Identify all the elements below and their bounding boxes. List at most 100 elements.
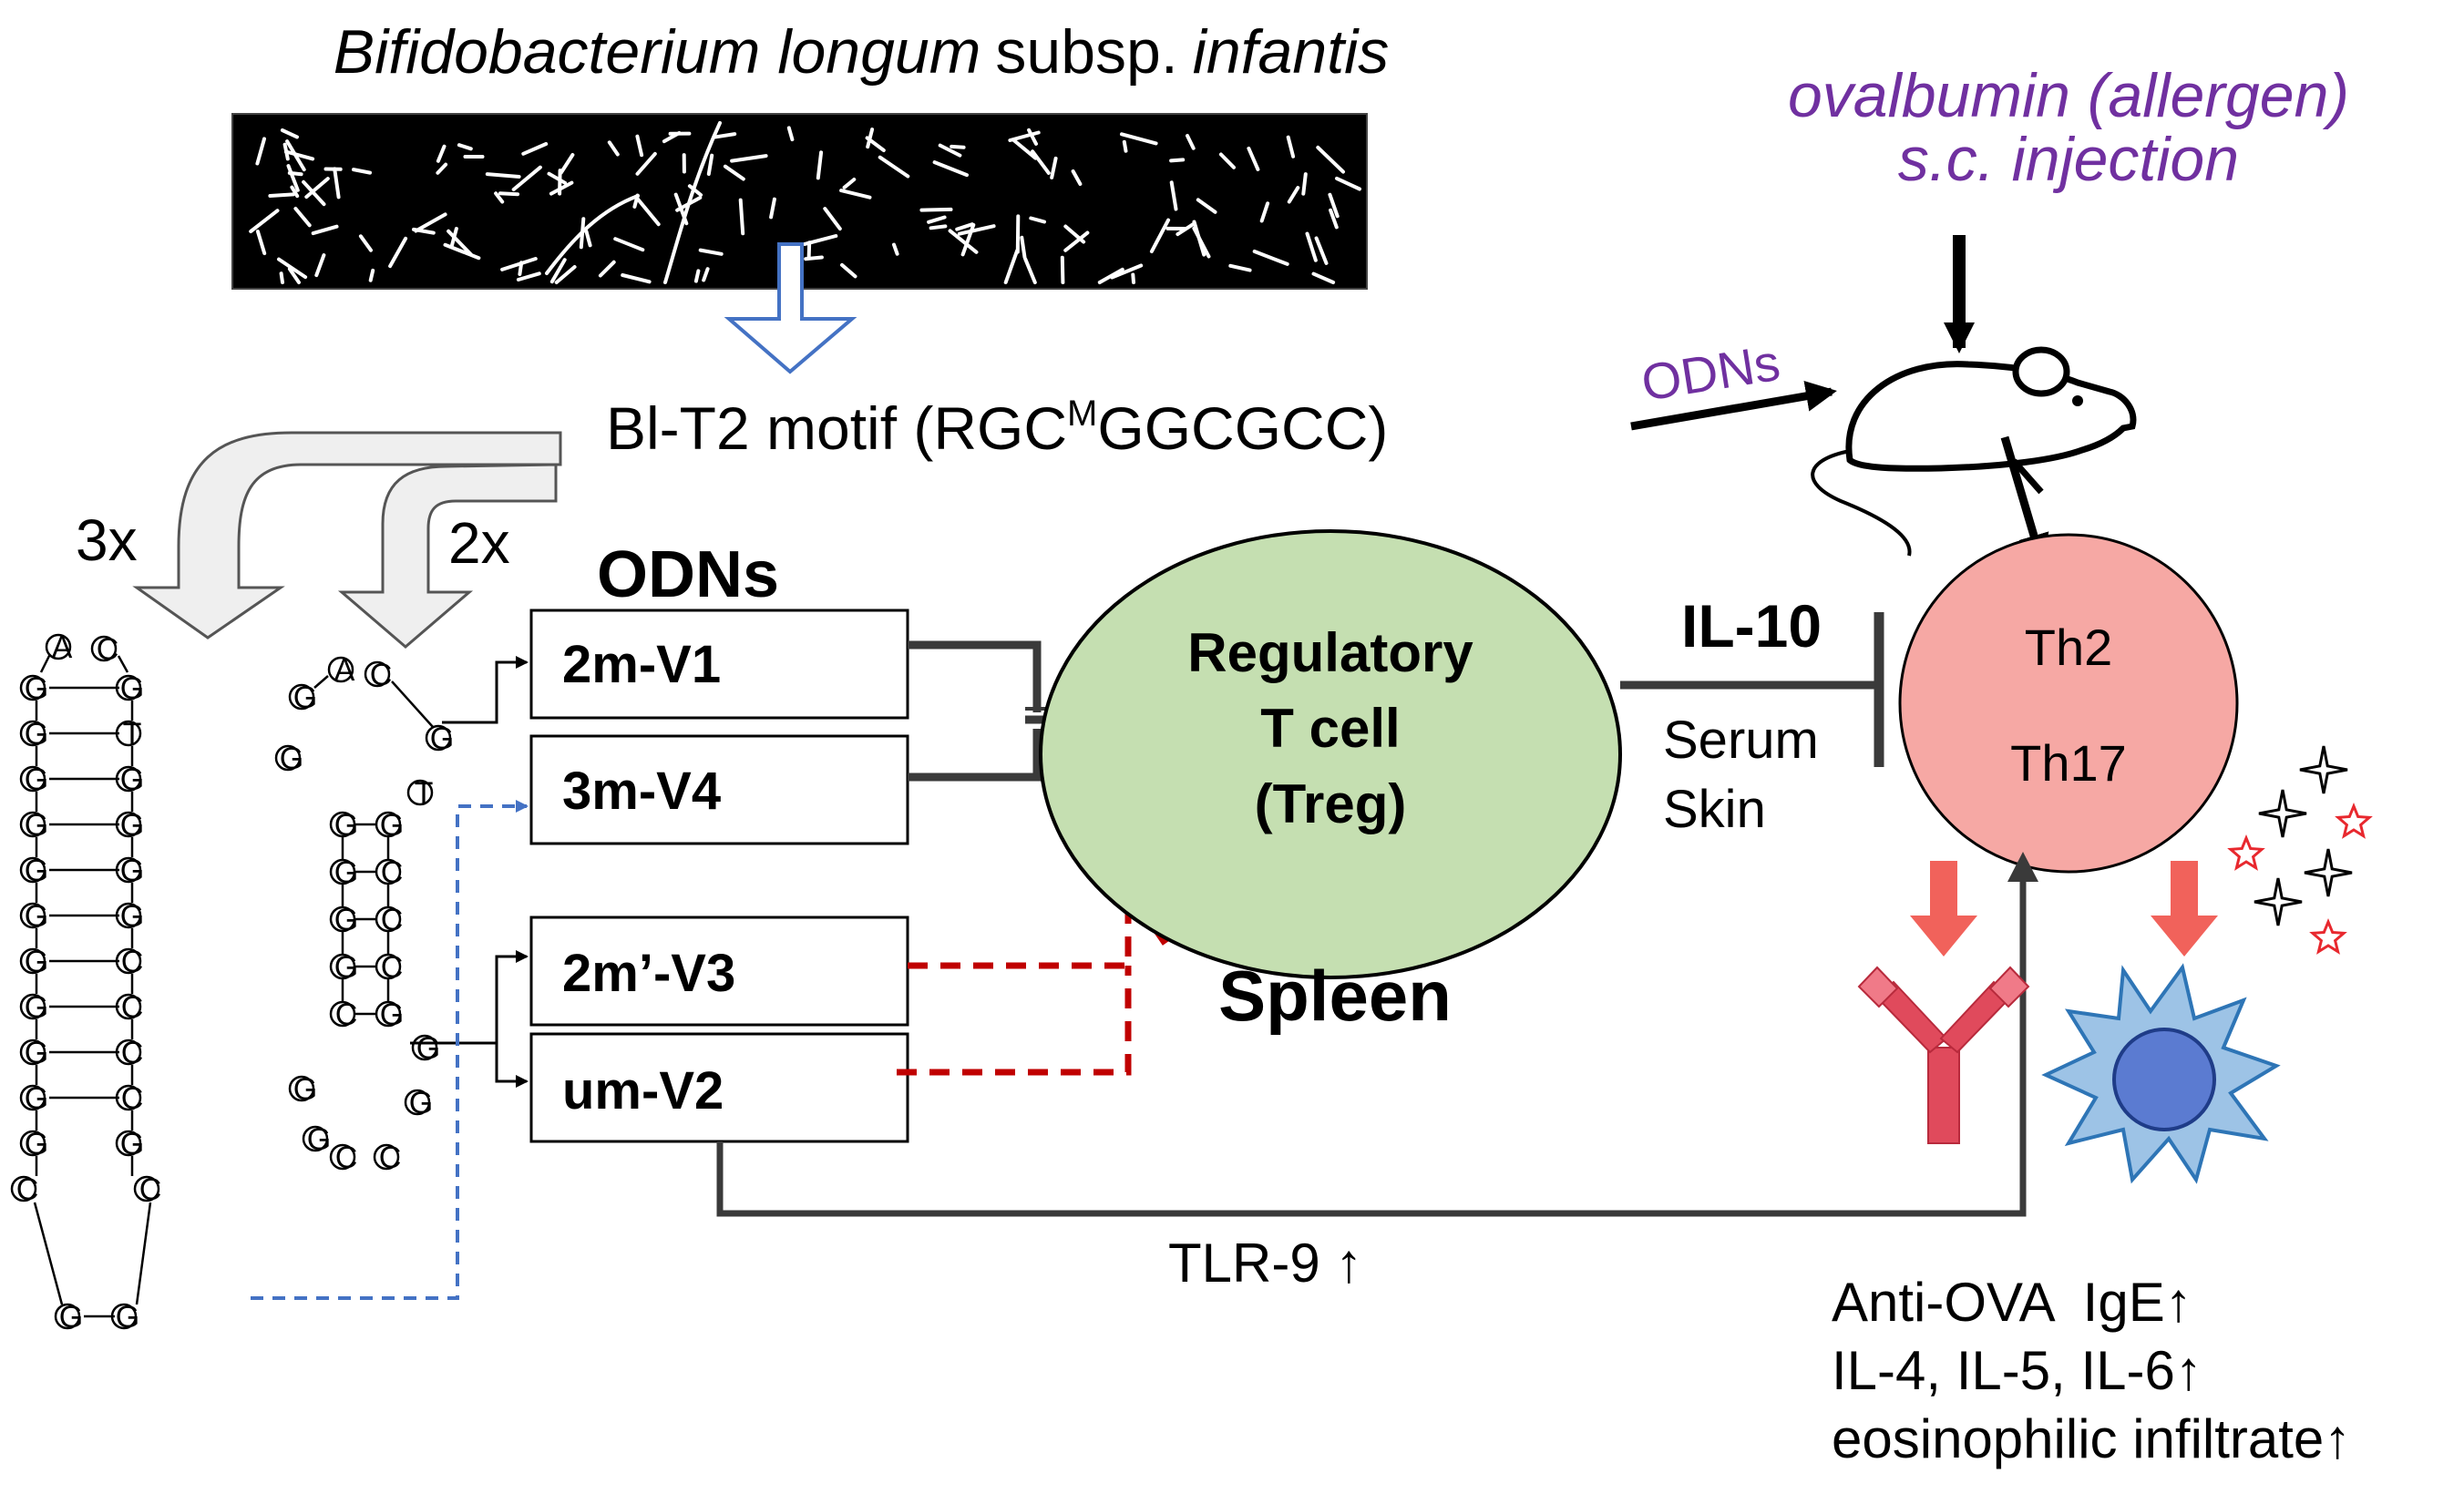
hollow-down-arrow (724, 242, 857, 374)
motif-suffix: GGCGCC) (1097, 394, 1388, 462)
nucleotide-label: G (25, 854, 48, 888)
nucleotide-label: G (120, 899, 144, 934)
nucleotide-label: T (123, 717, 142, 752)
treg-line-3: (Treg) (1255, 773, 1407, 834)
tlr9-line (716, 879, 2027, 1217)
nucleotide-label: G (116, 1300, 139, 1335)
multiplier-2x: 2x (448, 510, 510, 576)
nucleotide-label: C (379, 1141, 402, 1175)
nucleotide-label: G (25, 990, 48, 1025)
nucleotide-label: C (121, 990, 144, 1025)
nucleotide-label: G (25, 945, 48, 979)
nucleotide-label: G (293, 1072, 317, 1107)
nucleotide-label: G (293, 680, 317, 715)
nucleotide-label: G (334, 903, 358, 937)
th2-label: Th2 (2025, 619, 2113, 676)
star-icon (2258, 789, 2307, 838)
star-icon (2304, 848, 2353, 897)
dashed-red-inhibition (897, 893, 1132, 1076)
antibody-icon (1857, 966, 2030, 1144)
dashed-blue-connector (251, 800, 529, 1300)
odn-box-label: 2m-V1 (562, 635, 721, 694)
star-icon (2309, 918, 2347, 955)
nucleotide-label: G (25, 717, 48, 752)
outcome-ige: Anti-OVA IgE↑ (1832, 1272, 2192, 1333)
nucleotide-label: T (415, 776, 434, 811)
star-icon (2299, 745, 2348, 794)
tlr9-label: TLR-9 ↑ (1168, 1233, 1362, 1294)
nucleotide-label: C (335, 1141, 358, 1175)
split-arrows (132, 431, 562, 649)
th17-label: Th17 (2010, 734, 2127, 792)
nucleotide-label: C (381, 903, 404, 937)
nucleotide-label: G (25, 899, 48, 934)
star-icon (2227, 834, 2265, 871)
salmon-arrows (1910, 861, 2218, 957)
nucleotide-label: G (280, 742, 303, 776)
dendritic-cell-icon (2041, 963, 2281, 1184)
treg-cell: Regulatory T cell (Treg) (1039, 529, 1622, 979)
nucleotide-label: G (430, 721, 454, 756)
nucleotide-label: G (25, 1081, 48, 1116)
allergen-line-1: ovalbumin (allergen) (1788, 61, 2349, 130)
motif-superscript: M (1067, 394, 1097, 434)
odn-box-label: 2m’-V3 (562, 944, 735, 1003)
nucleotide-label: C (381, 950, 404, 985)
mouse-icon (1811, 346, 2137, 557)
odn-box-2m-prime-v3: 2m’-V3 (529, 916, 909, 1027)
nucleotide-label: G (120, 854, 144, 888)
outcome-eosinophilic: eosinophilic infiltrate↑ (1832, 1408, 2351, 1469)
tlr9-arrowhead (2007, 852, 2038, 882)
organism-subsp: subsp. (995, 17, 1177, 87)
nucleotide-label: G (380, 998, 404, 1032)
outcome-interleukins: IL-4, IL-5, IL-6↑ (1832, 1340, 2202, 1401)
nucleotide-label: C (97, 632, 119, 667)
nucleotide-label: G (25, 1036, 48, 1070)
allergen-line-2: s.c. injection (1898, 125, 2239, 194)
il10-skin: Skin (1663, 780, 1766, 839)
nucleotide-label: A (52, 630, 73, 665)
nucleotide-label: G (334, 808, 358, 843)
odns-heading: ODNs (597, 538, 779, 611)
nucleotide-label: G (334, 950, 358, 985)
nucleotide-label: G (334, 855, 358, 890)
nucleotide-label: G (120, 671, 144, 706)
th-cell: Th2 Th17 (1898, 533, 2239, 874)
nucleotide-label: G (25, 762, 48, 797)
nucleotide-label: C (139, 1172, 162, 1207)
nucleotide-label: G (409, 1086, 433, 1120)
nucleotide-label: C (335, 998, 358, 1032)
nucleotide-label: G (25, 671, 48, 706)
nucleotide-label: G (120, 762, 144, 797)
multiplier-3x: 3x (76, 507, 138, 573)
nucleotide-label: G (120, 808, 144, 843)
nucleotide-label: G (25, 1127, 48, 1161)
odn-box-label: um-V2 (562, 1061, 724, 1120)
il10-serum: Serum (1663, 711, 1819, 770)
organism-genus: Bifidobacterium longum (334, 17, 981, 87)
odns-to-mouse-arrow (1630, 381, 1837, 431)
motif-label: Bl-T2 motif (RGCMGGCGCC) (606, 394, 1388, 462)
star-cluster (2227, 745, 2373, 955)
nucleotide-label: G (120, 1127, 144, 1161)
nucleotide-label: G (59, 1300, 83, 1335)
treg-line-1: Regulatory (1187, 622, 1473, 683)
nucleotide-label: G (416, 1031, 440, 1066)
star-icon (2254, 877, 2303, 926)
motif-prefix: Bl-T2 motif (RGC (606, 394, 1067, 462)
nucleotide-label: G (307, 1122, 331, 1157)
spleen-label: Spleen (1218, 956, 1452, 1036)
nucleotide-label: C (121, 1036, 144, 1070)
nucleotide-label: C (121, 1081, 144, 1116)
v1-to-treg-line (908, 640, 1042, 712)
nucleotide-label: C (121, 945, 144, 979)
nucleotide-label: C (16, 1172, 39, 1207)
treg-line-2: T cell (1260, 698, 1400, 759)
connector-2m-v1 (442, 656, 529, 724)
odn-box-3m-v4: 3m-V4 (529, 734, 909, 845)
odn-box-2m-v1: 2m-V1 (529, 609, 909, 720)
nucleotide-label: G (380, 808, 404, 843)
